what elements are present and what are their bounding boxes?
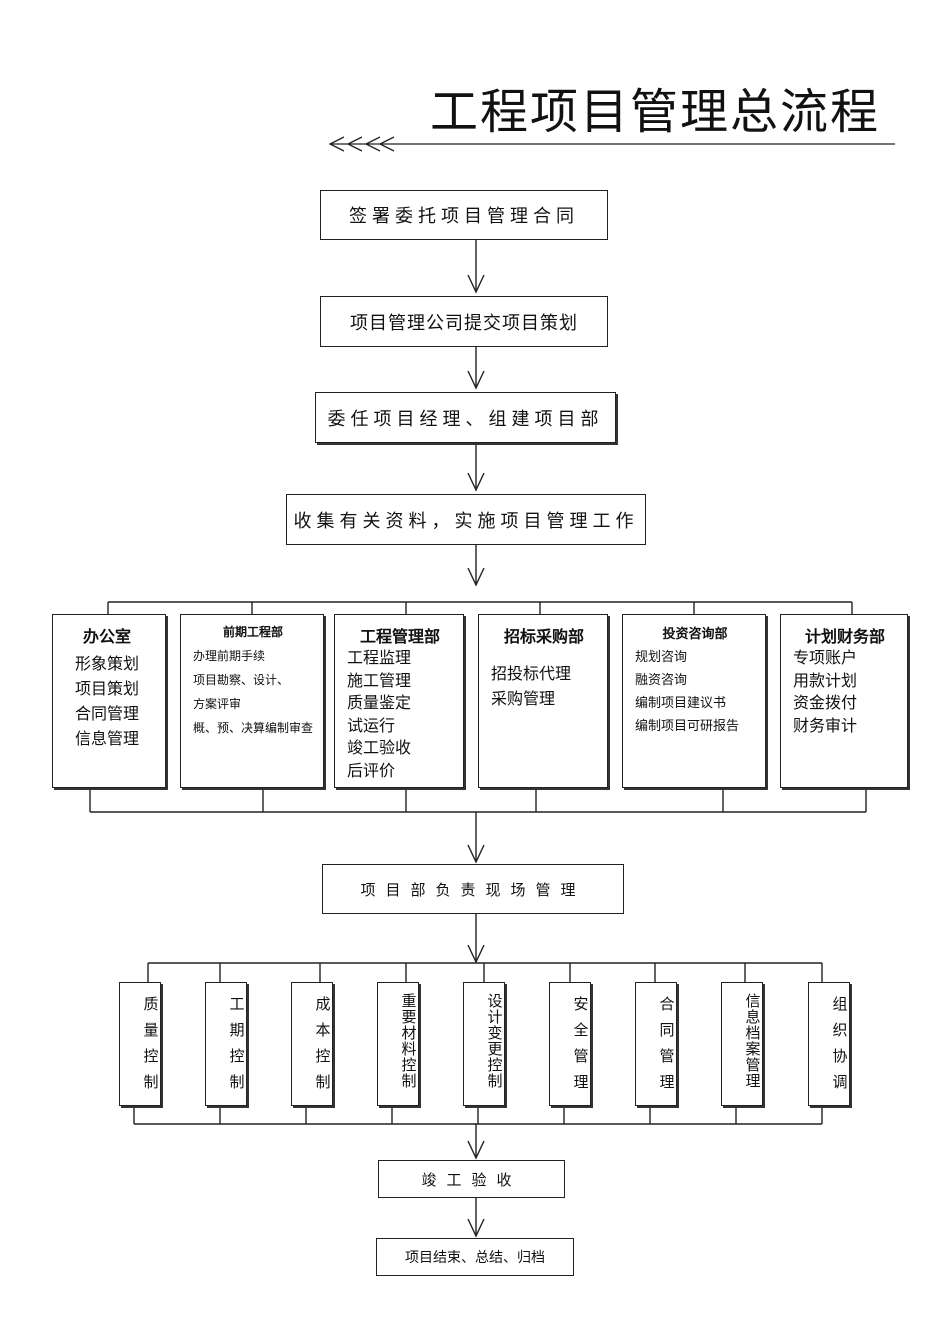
dept-title: 办公室: [83, 627, 132, 646]
dept-item: 办理前期手续: [193, 649, 266, 663]
dept-item: 施工管理: [347, 670, 412, 690]
step-sign-contract: 签署委托项目管理合同: [320, 190, 608, 240]
step-label: 收集有关资料，实施项目管理工作: [293, 510, 639, 532]
dept-item: 项目勘察、设计、: [193, 673, 290, 687]
dept-item: 信息管理: [75, 729, 140, 748]
final-box: 项目结束、总结、归档: [376, 1238, 574, 1276]
dept-title: 前期工程部: [222, 625, 283, 639]
control-design-change: 设计变更控制: [463, 982, 505, 1106]
step-submit-plan: 项目管理公司提交项目策划: [320, 296, 608, 347]
dept-preliminary-engineering: 前期工程部 办理前期手续 项目勘察、设计、 方案评审 概、预、决算编制审查: [180, 614, 324, 788]
dept-item: 项目策划: [75, 679, 140, 698]
control-coordination: 组织协调: [808, 982, 850, 1106]
dept-item: 采购管理: [491, 689, 556, 708]
step-label: 委任项目经理、组建项目部: [327, 408, 604, 430]
dept-item: 编制项目建议书: [635, 696, 727, 711]
acceptance-label: 竣工验收: [421, 1170, 522, 1189]
final-label: 项目结束、总结、归档: [405, 1250, 545, 1266]
control-label: 工期控制: [229, 995, 245, 1091]
control-contract: 合同管理: [635, 982, 677, 1106]
dept-item: 试运行: [347, 715, 396, 735]
step-label: 项目管理公司提交项目策划: [350, 312, 578, 334]
dept-title: 计划财务部: [804, 627, 885, 646]
dept-item: 融资咨询: [635, 673, 688, 688]
step-collect-data: 收集有关资料，实施项目管理工作: [286, 494, 646, 545]
dept-item: 招投标代理: [491, 664, 572, 683]
dept-item: 合同管理: [75, 704, 140, 723]
control-archives: 信息档案管理: [721, 982, 763, 1106]
control-schedule: 工期控制: [205, 982, 247, 1106]
control-cost: 成本控制: [291, 982, 333, 1106]
control-safety: 安全管理: [549, 982, 591, 1106]
dept-item: 工程监理: [347, 648, 412, 667]
control-label: 安全管理: [573, 995, 589, 1091]
acceptance-box: 竣工验收: [378, 1160, 565, 1198]
dept-item: 用款计划: [793, 670, 858, 690]
dept-item: 资金拨付: [793, 693, 858, 712]
control-quality: 质量控制: [119, 982, 161, 1106]
dept-item: 竣工验收: [347, 738, 412, 757]
control-materials: 重要材料控制: [377, 982, 419, 1106]
dept-title: 招标采购部: [503, 627, 584, 646]
step-appoint-manager: 委任项目经理、组建项目部: [315, 392, 616, 443]
dept-item: 形象策划: [75, 654, 140, 673]
dept-investment-consulting: 投资咨询部 规划咨询 融资咨询 编制项目建议书 编制项目可研报告: [622, 614, 766, 788]
dept-engineering-management: 工程管理部 工程监理 施工管理 质量鉴定 试运行 竣工验收 后评价: [334, 614, 464, 788]
dept-item: 概、预、决算编制审查: [193, 721, 314, 735]
dept-tender-procurement: 招标采购部 招投标代理 采购管理: [478, 614, 608, 788]
control-label: 合同管理: [659, 995, 675, 1091]
control-label: 设计变更控制: [487, 992, 503, 1090]
title-arrow-line: [328, 136, 895, 152]
dept-item: 后评价: [347, 760, 396, 780]
dept-item: 质量鉴定: [347, 693, 412, 712]
control-label: 成本控制: [315, 995, 331, 1091]
step-label: 签署委托项目管理合同: [349, 206, 579, 227]
dept-item: 方案评审: [193, 697, 242, 711]
control-label: 信息档案管理: [745, 992, 761, 1090]
control-label: 重要材料控制: [401, 992, 417, 1090]
dept-title: 投资咨询部: [662, 627, 728, 642]
dept-planning-finance: 计划财务部 专项账户 用款计划 资金拨付 财务审计: [780, 614, 908, 788]
dept-item: 编制项目可研报告: [635, 719, 740, 734]
dept-title: 工程管理部: [359, 627, 440, 646]
dept-item: 专项账户: [793, 648, 858, 667]
control-label: 质量控制: [143, 995, 159, 1091]
dept-item: 财务审计: [793, 715, 858, 735]
dept-office: 办公室 形象策划 项目策划 合同管理 信息管理: [52, 614, 166, 788]
site-management-label: 项目部负责现场管理: [360, 880, 586, 899]
site-management-box: 项目部负责现场管理: [322, 864, 624, 914]
control-label: 组织协调: [832, 995, 848, 1091]
dept-item: 规划咨询: [635, 650, 688, 665]
page-title: 工程项目管理总流程: [430, 84, 881, 140]
